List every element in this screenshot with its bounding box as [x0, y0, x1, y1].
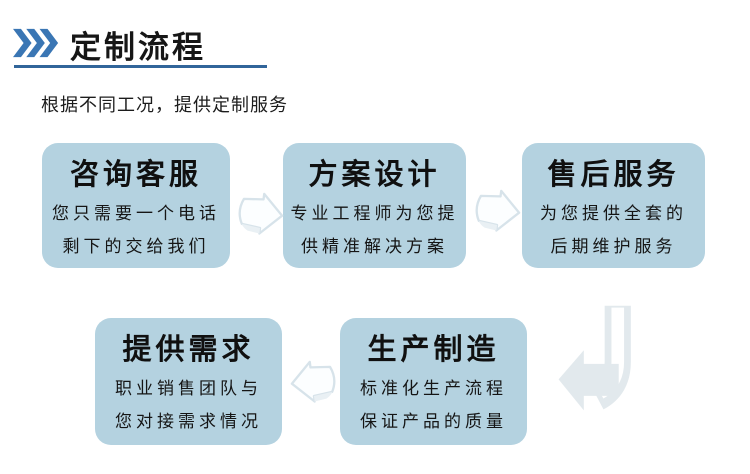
step-desc-line: 您对接需求情况 — [115, 412, 262, 431]
step-description: 为您提供全套的 后期维护服务 — [522, 197, 705, 263]
section-subtitle: 根据不同工况，提供定制服务 — [41, 95, 288, 115]
step-desc-line: 供精准解决方案 — [301, 237, 448, 256]
step-description: 专业工程师为您提 供精准解决方案 — [283, 197, 466, 263]
step-desc-line: 为您提供全套的 — [540, 204, 687, 223]
step-card-production: 生产制造 标准化生产流程 保证产品的质量 — [340, 318, 527, 445]
step-title: 售后服务 — [547, 159, 680, 191]
step-title: 生产制造 — [367, 334, 500, 366]
step-card-consult: 咨询客服 您只需要一个电话 剩下的交给我们 — [42, 143, 230, 268]
step-description: 职业销售团队与 您对接需求情况 — [95, 372, 282, 438]
step-title: 咨询客服 — [69, 159, 202, 191]
step-desc-line: 保证产品的质量 — [360, 412, 507, 431]
section-title: 定制流程 — [70, 30, 206, 65]
arrow-down-left-icon — [558, 305, 631, 411]
arrow-right-icon — [475, 189, 521, 232]
step-desc-line: 专业工程师为您提 — [290, 204, 459, 223]
title-underline — [14, 65, 267, 68]
step-desc-line: 您只需要一个电话 — [52, 204, 220, 223]
arrow-left-icon — [290, 360, 336, 403]
step-card-aftersales: 售后服务 为您提供全套的 后期维护服务 — [522, 143, 705, 268]
step-title: 提供需求 — [122, 334, 255, 366]
step-description: 您只需要一个电话 剩下的交给我们 — [42, 197, 230, 263]
step-title: 方案设计 — [308, 159, 441, 191]
arrow-right-icon — [238, 192, 284, 235]
step-desc-line: 剩下的交给我们 — [62, 237, 210, 256]
triple-chevron-right-icon — [13, 28, 59, 58]
step-card-requirements: 提供需求 职业销售团队与 您对接需求情况 — [95, 318, 282, 445]
step-desc-line: 标准化生产流程 — [360, 379, 507, 398]
step-desc-line: 职业销售团队与 — [115, 379, 262, 398]
step-desc-line: 后期维护服务 — [550, 237, 677, 256]
step-description: 标准化生产流程 保证产品的质量 — [340, 372, 527, 438]
step-card-design: 方案设计 专业工程师为您提 供精准解决方案 — [283, 143, 466, 268]
